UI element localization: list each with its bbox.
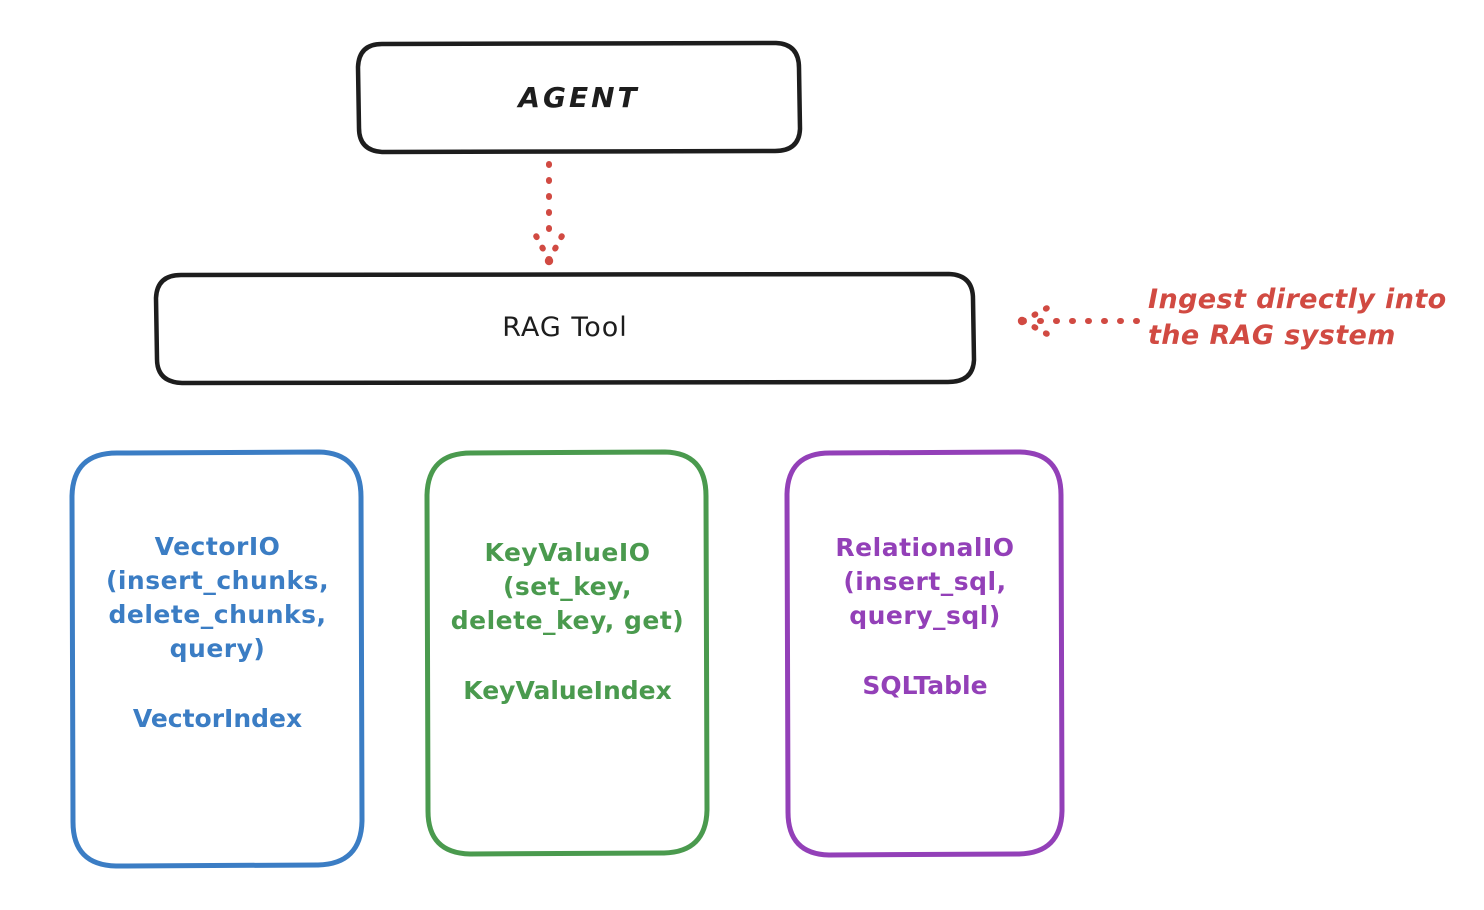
relational-io-label: RelationalIO (insert_sql, query_sql) bbox=[835, 532, 1015, 630]
rag-tool-label: RAG Tool bbox=[502, 312, 628, 344]
ingest-annotation-text: Ingest directly into the RAG system bbox=[1148, 284, 1447, 351]
node-key-value-io[interactable]: KeyValueIO (set_key, delete_key, get) Ke… bbox=[424, 449, 711, 857]
connector-agent-to-rag-tool bbox=[532, 161, 566, 266]
node-agent[interactable]: AGENT bbox=[355, 40, 803, 155]
relational-io-box-outline bbox=[784, 449, 1065, 858]
connector-ingest-arrow bbox=[1017, 304, 1140, 338]
vector-io-label: VectorIO (insert_chunks, delete_chunks, … bbox=[105, 532, 330, 663]
key-value-io-box-outline bbox=[424, 449, 710, 857]
node-rag-tool[interactable]: RAG Tool bbox=[153, 271, 977, 386]
vector-io-sub-label: VectorIndex bbox=[132, 704, 303, 733]
key-value-io-sub-label: KeyValueIndex bbox=[463, 676, 672, 705]
key-value-io-label: KeyValueIO (set_key, delete_key, get) bbox=[450, 538, 685, 635]
agent-label: AGENT bbox=[518, 80, 640, 114]
relational-io-sub-label: SQLTable bbox=[862, 670, 988, 700]
node-vector-io[interactable]: VectorIO (insert_chunks, delete_chunks, … bbox=[69, 449, 366, 869]
node-relational-io[interactable]: RelationalIO (insert_sql, query_sql) SQL… bbox=[784, 449, 1066, 858]
